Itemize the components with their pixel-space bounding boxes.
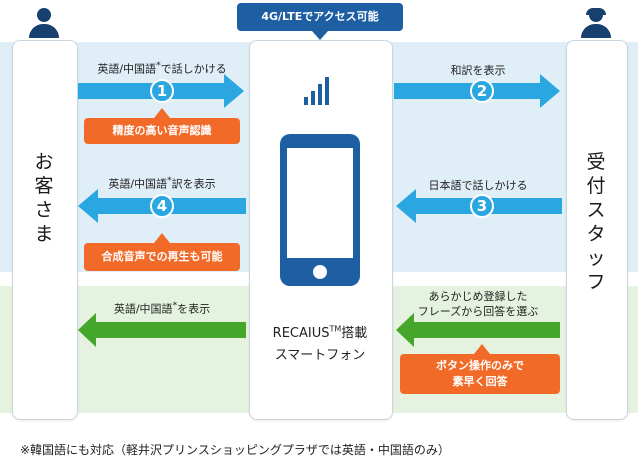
playback-note-tip — [154, 233, 170, 243]
step4-number: 4 — [156, 197, 168, 215]
step1-arrow — [78, 74, 244, 108]
step1-number: 1 — [156, 82, 168, 100]
recognition-note-tip — [154, 108, 170, 118]
green-arrow-right-origin — [396, 313, 560, 347]
button-note: ボタン操作のみで 素早く回答 — [400, 354, 560, 394]
footnote: ※韓国語にも対応（軽井沢プリンスショッピングプラザでは英語・中国語のみ） — [20, 443, 450, 457]
step4-label: 英語/中国語*訳を表示 — [108, 175, 216, 191]
step3-arrow — [396, 189, 562, 223]
green-right-label: あらかじめ登録した フレーズから回答を選ぶ — [417, 290, 539, 318]
green-left-label: 英語/中国語*を表示 — [113, 300, 211, 316]
customer-label: お客さま — [34, 151, 54, 245]
step4-arrow — [78, 189, 246, 223]
lte-callout: 4G/LTEでアクセス可能 — [237, 3, 403, 31]
device-label-line2: スマートフォン — [274, 348, 366, 363]
step1-label: 英語/中国語*で話しかける — [97, 60, 227, 76]
green-arrow-left — [78, 313, 246, 347]
step2-number: 2 — [476, 82, 488, 100]
step3-label: 日本語で話しかける — [428, 179, 528, 192]
staff-label: 受付スタッフ — [586, 151, 606, 293]
step2-arrow — [394, 74, 560, 108]
recognition-note: 精度の高い音声認識 — [84, 118, 240, 144]
smartphone-icon — [280, 134, 360, 286]
playback-note: 合成音声での再生も可能 — [84, 243, 240, 271]
device-label-line1: RECAIUSTM搭載 — [272, 324, 368, 341]
step3-number: 3 — [476, 197, 488, 215]
staff-panel — [566, 40, 628, 420]
customer-panel — [12, 40, 78, 420]
step2-label: 和訳を表示 — [450, 64, 506, 77]
lte-callout-tip — [312, 31, 328, 40]
signal-icon — [304, 77, 329, 105]
button-note-tip — [474, 344, 490, 354]
